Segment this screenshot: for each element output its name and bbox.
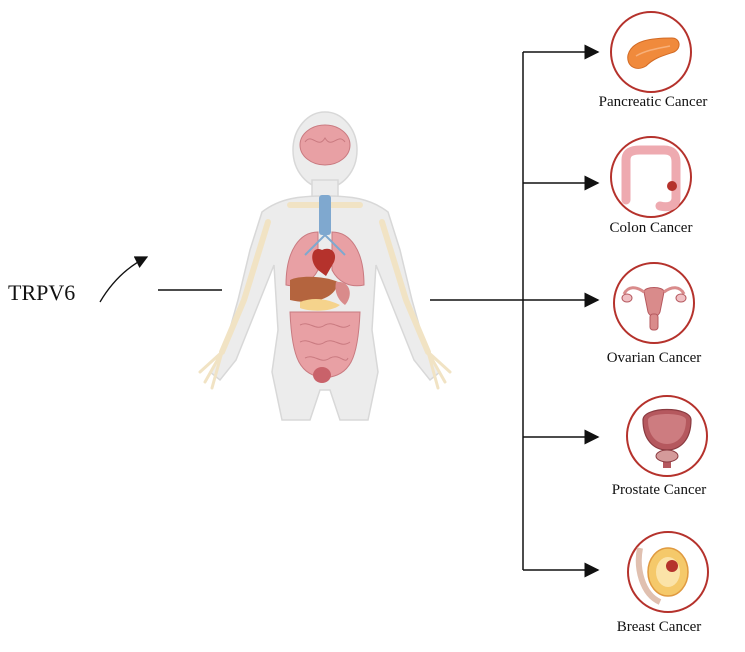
label-breast-cancer: Breast Cancer bbox=[616, 619, 702, 635]
source-label: TRPV6 bbox=[8, 280, 76, 305]
label-prostate-cancer: Prostate Cancer bbox=[611, 482, 707, 498]
ovary-icon bbox=[613, 262, 695, 344]
colon-icon bbox=[610, 136, 692, 218]
prostate-icon bbox=[626, 395, 708, 477]
curved-arrow bbox=[99, 256, 149, 303]
branch-arrows bbox=[523, 44, 600, 578]
label-ovarian-cancer: Ovarian Cancer bbox=[606, 350, 702, 366]
label-pancreatic-cancer: Pancreatic Cancer bbox=[598, 94, 708, 110]
human-body-illustration bbox=[198, 111, 452, 421]
breast-icon bbox=[627, 531, 709, 613]
branch-connectors bbox=[430, 52, 524, 570]
pancreas-icon bbox=[610, 11, 692, 93]
label-colon-cancer: Colon Cancer bbox=[609, 220, 693, 236]
